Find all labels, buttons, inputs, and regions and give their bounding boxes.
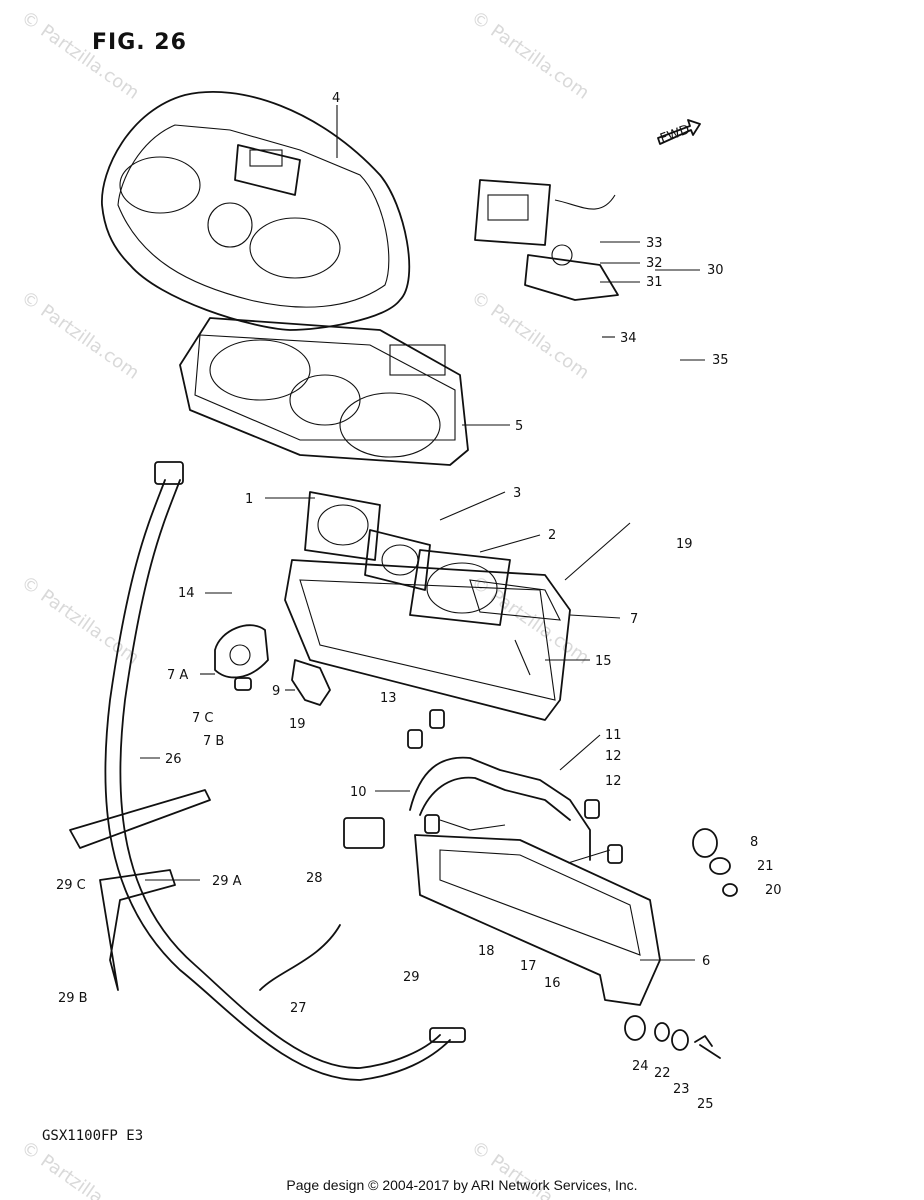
wiring-harness — [343, 709, 623, 864]
callout-13: 13 — [380, 691, 397, 706]
callout-19a: 19 — [676, 537, 693, 552]
callout-34: 34 — [620, 331, 637, 346]
callout-10: 10 — [350, 785, 367, 800]
callout-labels: 4 5 1 3 2 19 14 7 7 A 15 9 7 C 7 B 19 13… — [56, 91, 782, 1112]
callout-26: 26 — [165, 752, 182, 767]
collar-22 — [654, 1022, 670, 1042]
callout-14: 14 — [178, 586, 195, 601]
callout-15: 15 — [595, 654, 612, 669]
callout-27: 27 — [290, 1001, 307, 1016]
grommet-8 — [692, 828, 718, 858]
callout-4: 4 — [332, 91, 340, 106]
washer-21 — [709, 857, 731, 875]
callout-7b: 7 B — [203, 734, 224, 749]
callout-29: 29 — [403, 970, 420, 985]
meter-panel — [179, 317, 469, 466]
callout-5: 5 — [515, 419, 523, 434]
callout-24: 24 — [632, 1059, 649, 1074]
meter-cover — [101, 91, 411, 331]
gauge-1 — [304, 491, 381, 561]
washer-23 — [671, 1029, 689, 1051]
callout-12a: 12 — [605, 749, 622, 764]
callout-12b: 12 — [605, 774, 622, 789]
grommet-24 — [624, 1015, 646, 1041]
callout-7a: 7 A — [167, 668, 188, 683]
watermark: © Partzilla.com — [17, 7, 143, 104]
callout-31: 31 — [646, 275, 663, 290]
cap-9 — [291, 659, 331, 706]
leader-lines — [140, 105, 705, 961]
callout-29c: 29 C — [56, 878, 86, 893]
callout-22: 22 — [654, 1066, 671, 1081]
callout-20: 20 — [765, 883, 782, 898]
callout-11: 11 — [605, 728, 622, 743]
forward-arrow-icon: FWD — [657, 119, 701, 147]
callout-3: 3 — [513, 486, 521, 501]
callout-6: 6 — [702, 954, 710, 969]
callout-2: 2 — [548, 528, 556, 543]
watermark: © Partzilla.com — [17, 287, 143, 384]
callout-33: 33 — [646, 236, 663, 251]
svg-text:FWD: FWD — [658, 122, 692, 146]
speedometer-cable — [104, 461, 466, 1081]
callout-18: 18 — [478, 944, 495, 959]
copyright-footer: Page design © 2004-2017 by ARI Network S… — [286, 1177, 638, 1193]
nut-20 — [722, 883, 738, 897]
callout-29b: 29 B — [58, 991, 88, 1006]
meter-case — [284, 559, 571, 721]
base-plate — [414, 834, 661, 1006]
callout-29a: 29 A — [212, 874, 242, 889]
callout-19b: 19 — [289, 717, 306, 732]
bracket-29a — [99, 869, 176, 991]
callout-35: 35 — [712, 353, 729, 368]
callout-16: 16 — [544, 976, 561, 991]
watermark: © Partzilla.com — [467, 7, 593, 104]
callout-23: 23 — [673, 1082, 690, 1097]
cable-bracket — [69, 789, 211, 849]
wire-27 — [259, 924, 341, 991]
callout-32: 32 — [646, 256, 663, 271]
callout-7c: 7 C — [192, 711, 213, 726]
callout-7: 7 — [630, 612, 638, 627]
callout-1: 1 — [245, 492, 253, 507]
watermark: © Partzilla.com — [467, 287, 593, 384]
callout-8: 8 — [750, 835, 758, 850]
callout-17: 17 — [520, 959, 537, 974]
figure-title: FIG. 26 — [92, 30, 187, 55]
bolt-25 — [694, 1035, 721, 1059]
callout-21: 21 — [757, 859, 774, 874]
callout-30: 30 — [707, 263, 724, 278]
model-code: GSX1100FP E3 — [42, 1128, 144, 1144]
callout-25: 25 — [697, 1097, 714, 1112]
callout-9: 9 — [272, 684, 280, 699]
watermark: © Partzilla.com — [467, 572, 593, 669]
callout-28: 28 — [306, 871, 323, 886]
bracket-7a — [214, 624, 269, 691]
clock-unit-30 — [474, 179, 619, 301]
